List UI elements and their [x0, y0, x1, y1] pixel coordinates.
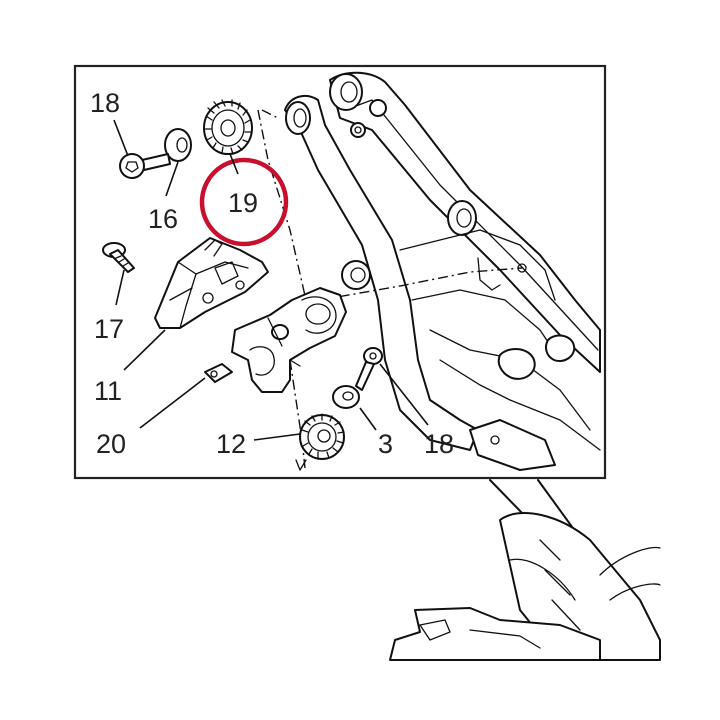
leader-lines — [113, 119, 429, 441]
callout-labels: 18 16 19 17 11 20 12 3 18 — [90, 88, 454, 459]
subframe — [284, 71, 601, 471]
part-3-washer — [332, 385, 360, 409]
part-18-bolt-top — [119, 153, 171, 179]
callout-17: 17 — [94, 314, 124, 344]
callout-3: 3 — [378, 429, 393, 459]
callout-20: 20 — [96, 429, 126, 459]
part-16-washer — [164, 128, 192, 162]
part-20-hanger — [204, 287, 347, 393]
part-19-damper-top — [203, 99, 253, 155]
motorcycle-overview-inset — [389, 479, 661, 661]
callout-18-bottom: 18 — [424, 429, 454, 459]
part-18-bolt-bottom — [355, 347, 383, 391]
highlight-ring-19 — [199, 157, 289, 247]
callout-16: 16 — [148, 204, 178, 234]
part-12-damper-bottom — [299, 413, 345, 460]
callout-11: 11 — [94, 376, 122, 406]
callout-12: 12 — [216, 429, 246, 459]
callout-18-top: 18 — [90, 88, 120, 118]
part-11-bracket — [154, 237, 269, 329]
callout-19: 19 — [228, 188, 258, 218]
part-17-screw — [102, 242, 135, 273]
